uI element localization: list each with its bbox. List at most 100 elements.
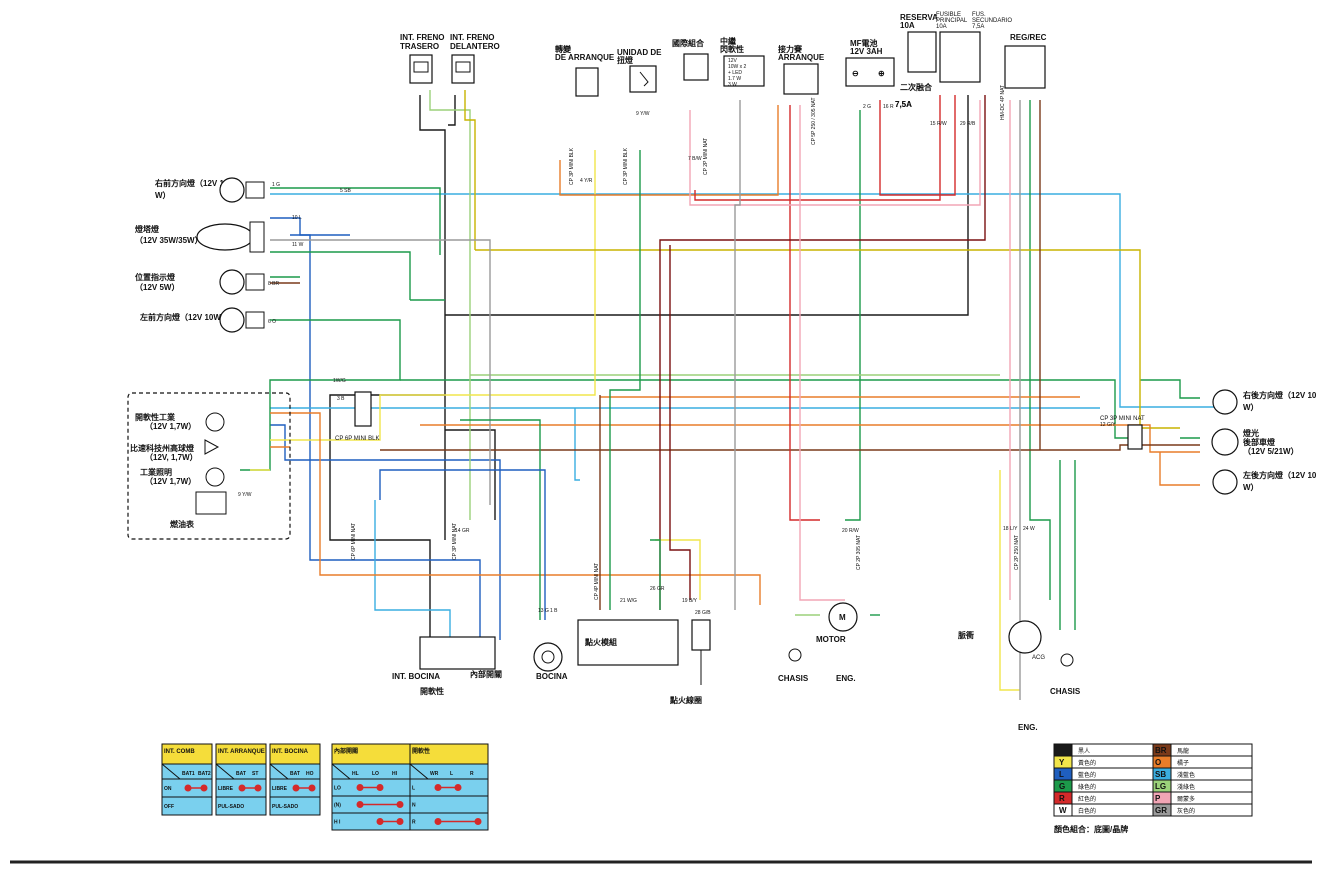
- legend-name: 橘子: [1177, 759, 1189, 767]
- wire-label: 3 B: [337, 396, 345, 402]
- switch-table-col: HO: [306, 771, 314, 777]
- switch-table-col: HI: [392, 771, 398, 777]
- instrument-cluster: 開軟性工業 （12V 1,7W） 比速科技州高球燈 （12V, 1,7W） 工業…: [127, 392, 291, 540]
- switch-table-col: LO: [372, 771, 379, 777]
- hm4p-label: HM-DC 4P NAT: [1000, 85, 1006, 120]
- switch-table-row: H I: [334, 820, 341, 826]
- unidad-de: UNIDAD DE 扭燈: [617, 48, 662, 93]
- switch-table-col: WR: [430, 771, 439, 777]
- left-front-turn-signal: 左前方向燈（12V 10W）: [139, 307, 265, 333]
- battery-label-2: 12V 3AH: [850, 47, 883, 56]
- generator: 脈衝 ACG CHASIS ENG.: [958, 620, 1081, 732]
- headlight: 燈塔燈 （12V 35W/35W）: [135, 221, 265, 253]
- relay-spec-1: 12V: [728, 58, 738, 64]
- fusible-principal-2: PRINCIPAL: [936, 18, 968, 24]
- switch-table-row: LIBRE: [218, 786, 234, 792]
- starter-relay: 接力賽 ARRANQUE: [778, 44, 825, 95]
- switch-table-row: N: [412, 803, 416, 809]
- starter-relay-label-1: 接力賽: [778, 44, 803, 54]
- legend-name: 馬龍: [1177, 747, 1189, 755]
- motor-label: MOTOR: [816, 635, 846, 644]
- fusible-principal-1: FUSIBLE: [936, 12, 961, 18]
- legend-name: 綠色的: [1078, 783, 1096, 791]
- cp5p-nat-label: CP 5P 250 / 305 NAT: [811, 97, 817, 145]
- switch-table-title: INT. BOCINA: [272, 749, 309, 755]
- wire-label: 12 G/Y: [1100, 422, 1116, 428]
- cp6p-connector: CP 6P MINI BLK: [335, 391, 379, 442]
- wire-label: 20 R/W: [842, 528, 859, 534]
- tail-light-label-2: 後部車燈: [1243, 437, 1276, 447]
- wire-label: 18 L/Y: [1003, 526, 1018, 532]
- switch-table-col: ST: [252, 771, 258, 777]
- left-rear-turn-label-1: 左後方向燈（12V 10: [1242, 470, 1317, 480]
- ignition-coil-label: 點火線圈: [670, 695, 702, 705]
- int-freno-trasero: INT. FRENO TRASERO: [400, 33, 444, 84]
- wire-label: 9 Y/W: [238, 492, 252, 498]
- wires: [240, 90, 1215, 700]
- legend-code: BR: [1155, 746, 1167, 755]
- internal-switch-label: 內部開關: [470, 669, 502, 679]
- svg-text:⊖: ⊖: [852, 69, 859, 78]
- relay-spec-5: 3 W: [728, 82, 737, 88]
- legend-code: L: [1059, 770, 1064, 779]
- work-light-label-1: 工業照明: [140, 467, 172, 477]
- switch-table-col: BAT2: [198, 771, 211, 777]
- switch-table-row: ON: [164, 786, 172, 792]
- fus-secundario-1: FUS.: [972, 12, 986, 18]
- ignition-coil: 點火線圈: [670, 619, 711, 705]
- switch-table-row: LO: [334, 786, 341, 792]
- wire-label: 2 G: [863, 104, 871, 110]
- left-rear-turn-label-2: W）: [1243, 482, 1259, 492]
- cp3p-right-label: CP 3P MINI NAT: [1100, 416, 1145, 422]
- indicator-work-label-2: （12V 1,7W）: [145, 421, 196, 431]
- relay-spec-3: + LED: [728, 70, 742, 76]
- switch-table-row: L: [412, 786, 415, 792]
- legend-code: Y: [1059, 758, 1065, 767]
- starter-motor: M MOTOR CHASIS ENG.: [778, 602, 858, 683]
- chasis2-label: CHASIS: [1050, 687, 1081, 696]
- wire-label: 7 B/W: [688, 156, 702, 162]
- relay-flash: 中繼 閃軟性 12V 10W x 2 + LED 1.7 W 3 W: [720, 36, 765, 88]
- ignition-module-label: 點火模組: [585, 637, 617, 647]
- legend-code: GR: [1155, 806, 1167, 815]
- fus-secundario-3: 7,5A: [972, 24, 984, 30]
- battery: MF電池 12V 3AH ⊖ ⊕ 7,5A: [845, 38, 912, 109]
- reg-rec: REG/REC: [1004, 33, 1047, 89]
- chasis-label: CHASIS: [778, 674, 809, 683]
- legend-code: G: [1059, 782, 1065, 791]
- battery-label-1: MF電池: [850, 38, 878, 48]
- legend-name: 紅色的: [1078, 795, 1096, 803]
- bocina-label: BOCINA: [536, 672, 568, 681]
- wire-label: 15 R/W: [930, 121, 947, 127]
- legend-code: R: [1059, 794, 1065, 803]
- cp3p-right-connector: CP 3P MINI NAT: [1100, 416, 1145, 450]
- left-front-turn-label: 左前方向燈（12V 10W）: [139, 312, 229, 322]
- switch-table-title: 開軟性: [412, 747, 430, 755]
- wire-label: 13 G: [538, 608, 549, 614]
- right-rear-turn-label-1: 右後方向燈（12V 10: [1242, 390, 1317, 400]
- wire-label: 9 Y/W: [636, 111, 650, 117]
- handlebar-switch: INT. BOCINA 內部開關 開軟性: [392, 636, 502, 696]
- int-freno-delantero-label-2: DELANTERO: [450, 42, 500, 51]
- battery-fuse-label: 7,5A: [895, 100, 912, 109]
- work-light-label-2: （12V 1,7W）: [145, 476, 196, 486]
- legend-code: P: [1155, 794, 1161, 803]
- reg-rec-label: REG/REC: [1010, 33, 1047, 42]
- cp4p-nat-label: CP 4P MINI NAT: [594, 563, 600, 600]
- wire-label: 19 B/Y: [682, 598, 698, 604]
- int-bocina-label: INT. BOCINA: [392, 672, 440, 681]
- switch-table-row: R: [412, 820, 416, 826]
- position-light-label-2: （12V 5W）: [135, 282, 179, 292]
- combination-label: 國際組合: [672, 38, 705, 48]
- cp2p-250-label: CP 2P 250 NAT: [1014, 535, 1020, 570]
- wire-label: 5 SB: [340, 188, 352, 194]
- headlight-label-2: （12V 35W/35W）: [135, 235, 203, 245]
- svg-text:⊕: ⊕: [878, 69, 885, 78]
- combination-unit: 國際組合: [672, 38, 709, 81]
